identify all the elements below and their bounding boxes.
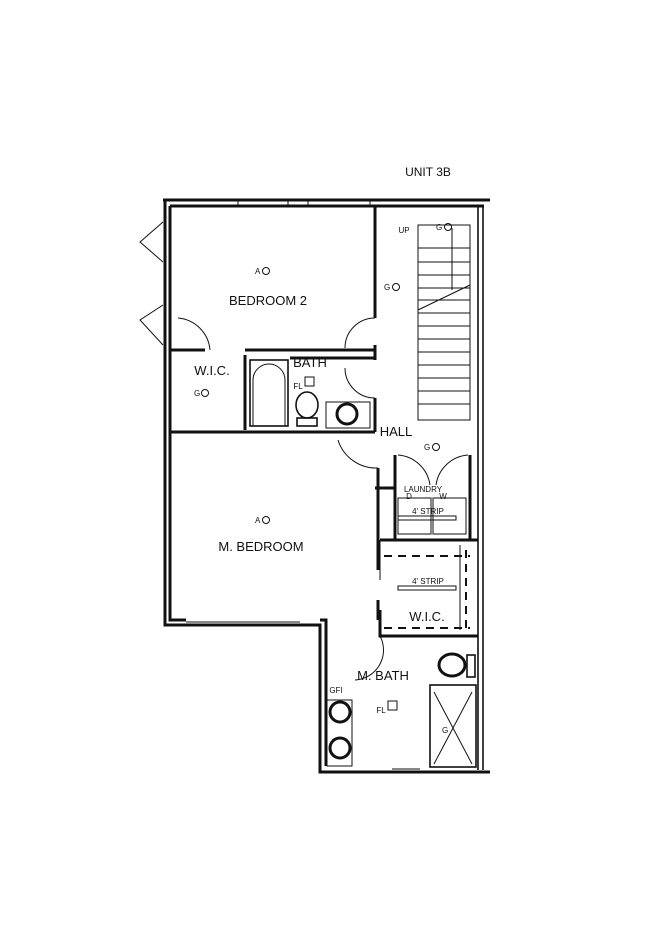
fixture-g-stairs: G	[436, 223, 442, 232]
exterior-walls	[163, 198, 490, 774]
label-strip-2: 4' STRIP	[412, 577, 444, 586]
fixture-g-hall: G	[424, 443, 430, 452]
interior-walls	[170, 206, 478, 638]
toilet-bath	[295, 391, 319, 427]
laundry-machines	[397, 497, 467, 591]
doors	[139, 221, 469, 681]
fixture-g-shower: G	[442, 726, 448, 735]
label-bedroom-2: BEDROOM 2	[229, 293, 307, 308]
floor-drain-mbath	[387, 700, 398, 711]
fixture-g-hall-top: G	[384, 283, 390, 292]
label-master-bedroom: M. BEDROOM	[218, 539, 303, 554]
label-gfi: GFI	[329, 686, 342, 695]
label-dryer: D	[406, 492, 412, 501]
fixture-a-mbedroom: A	[255, 516, 261, 525]
fixture-g-wic: G	[194, 389, 200, 398]
label-strip-1: 4' STRIP	[412, 507, 444, 516]
master-bath-fixtures	[326, 652, 477, 768]
label-bath: BATH	[293, 355, 327, 370]
label-washer: W	[439, 492, 447, 501]
label-fl-mbath: FL	[376, 706, 386, 715]
fixture-a-bedroom2: A	[255, 267, 261, 276]
label-master-bath: M. BATH	[357, 668, 409, 683]
label-fl-bath: FL	[293, 382, 303, 391]
label-laundry: LAUNDRY	[404, 485, 443, 494]
unit-title: UNIT 3B	[405, 165, 451, 179]
label-hall: HALL	[380, 424, 413, 439]
label-wic-2: W.I.C.	[409, 609, 444, 624]
label-up: UP	[398, 226, 409, 235]
floor-drain-bath	[304, 376, 315, 387]
bathtub	[249, 359, 289, 427]
sink-bath	[325, 401, 371, 429]
stairs	[417, 224, 471, 421]
ceiling-fixtures: A A G G G G G	[194, 223, 452, 735]
label-wic-1: W.I.C.	[194, 363, 229, 378]
room-labels: BEDROOM 2 W.I.C. BATH HALL LAUNDRY D W 4…	[194, 226, 447, 715]
